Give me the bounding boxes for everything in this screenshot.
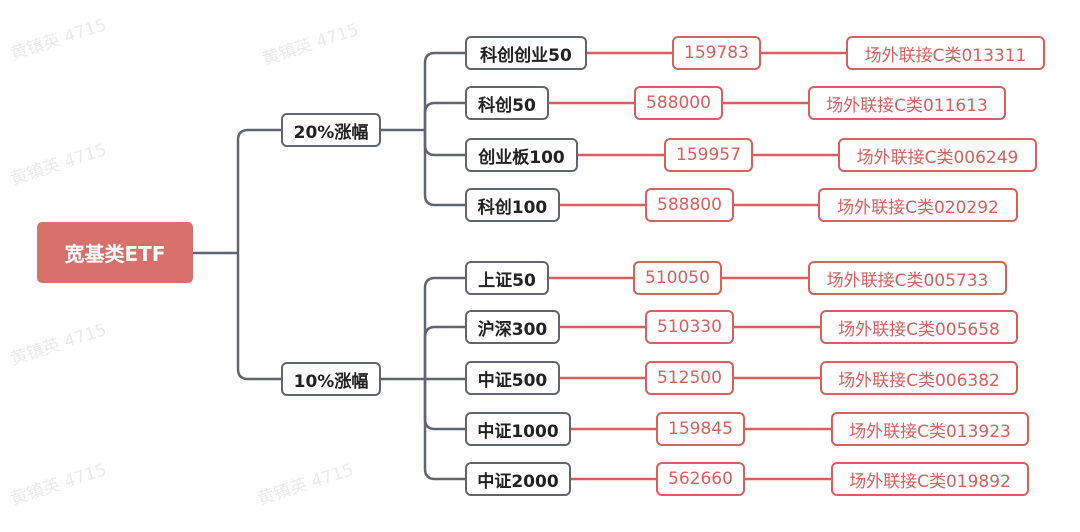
leaf-connector xyxy=(423,101,465,130)
fund-node: 场外联接C类020292 xyxy=(818,188,1018,222)
etf-code-node: 510330 xyxy=(645,310,734,344)
index-node: 科创100 xyxy=(465,188,560,222)
index-node: 上证50 xyxy=(465,261,549,295)
index-node: 中证500 xyxy=(465,361,560,395)
etf-code-node: 588800 xyxy=(645,188,734,222)
index-node: 科创50 xyxy=(465,86,549,120)
fund-node: 场外联接C类006249 xyxy=(838,138,1037,172)
root-node: 宽基类ETF xyxy=(37,222,193,283)
leaf-connector xyxy=(423,130,465,207)
fund-node: 场外联接C类011613 xyxy=(808,86,1006,120)
branch-node: 10%涨幅 xyxy=(281,362,381,396)
branch-connector xyxy=(236,128,281,253)
etf-code-node: 159957 xyxy=(664,138,753,172)
branch-connector xyxy=(236,253,281,381)
leaf-connector xyxy=(423,379,465,431)
leaf-connector xyxy=(423,379,465,481)
etf-code-node: 159783 xyxy=(672,36,761,70)
index-node: 中证2000 xyxy=(465,462,571,496)
leaf-connector xyxy=(423,276,465,379)
branch-node: 20%涨幅 xyxy=(281,113,381,147)
fund-node: 场外联接C类005733 xyxy=(808,261,1007,295)
etf-code-node: 562660 xyxy=(656,462,745,496)
index-node: 中证1000 xyxy=(465,412,571,446)
leaf-connector xyxy=(423,130,465,157)
leaf-connector xyxy=(423,51,465,130)
fund-node: 场外联接C类013311 xyxy=(846,36,1045,70)
etf-code-node: 510050 xyxy=(633,261,722,295)
fund-node: 场外联接C类019892 xyxy=(831,462,1029,496)
fund-node: 场外联接C类006382 xyxy=(820,361,1018,395)
etf-code-node: 588000 xyxy=(634,86,723,120)
fund-node: 场外联接C类005658 xyxy=(820,310,1018,344)
index-node: 科创创业50 xyxy=(465,36,587,70)
fund-node: 场外联接C类013923 xyxy=(831,412,1029,446)
index-node: 创业板100 xyxy=(465,138,578,172)
etf-code-node: 159845 xyxy=(656,412,745,446)
leaf-connector xyxy=(423,325,465,379)
index-node: 沪深300 xyxy=(465,310,560,344)
etf-code-node: 512500 xyxy=(645,361,734,395)
